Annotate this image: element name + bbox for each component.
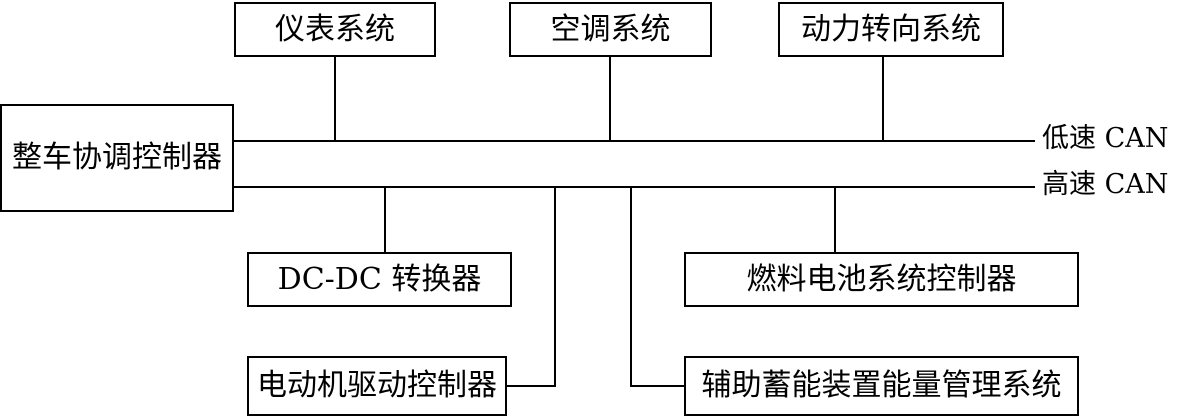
dcdc-converter-box: DC-DC 转换器 <box>247 252 512 307</box>
air-conditioning-system-label: 空调系统 <box>550 11 671 47</box>
vehicle-controller-box: 整车协调控制器 <box>0 104 234 212</box>
motor-drive-controller-label: 电动机驱动控制器 <box>257 368 497 403</box>
fuel-cell-controller-box: 燃料电池系统控制器 <box>684 252 1079 307</box>
power-steering-system-box: 动力转向系统 <box>778 2 1004 57</box>
auxiliary-storage-management-box: 辅助蓄能装置能量管理系统 <box>684 356 1079 416</box>
motor-drive-connector <box>506 187 556 387</box>
power-steering-system-label: 动力转向系统 <box>801 11 981 47</box>
auxiliary-storage-management-label: 辅助蓄能装置能量管理系统 <box>701 368 1062 403</box>
motor-drive-controller-box: 电动机驱动控制器 <box>247 356 507 416</box>
auxiliary-storage-connector <box>630 187 684 387</box>
air-conditioning-system-box: 空调系统 <box>509 2 712 57</box>
dcdc-converter-label: DC-DC 转换器 <box>277 261 482 297</box>
fuel-cell-controller-label: 燃料电池系统控制器 <box>746 261 1017 297</box>
low-speed-can-label: 低速 CAN <box>1042 123 1169 154</box>
high-speed-can-label: 高速 CAN <box>1042 169 1169 200</box>
instrument-system-label: 仪表系统 <box>275 11 395 47</box>
vehicle-controller-label: 整车协调控制器 <box>12 140 222 175</box>
instrument-system-box: 仪表系统 <box>234 2 436 57</box>
